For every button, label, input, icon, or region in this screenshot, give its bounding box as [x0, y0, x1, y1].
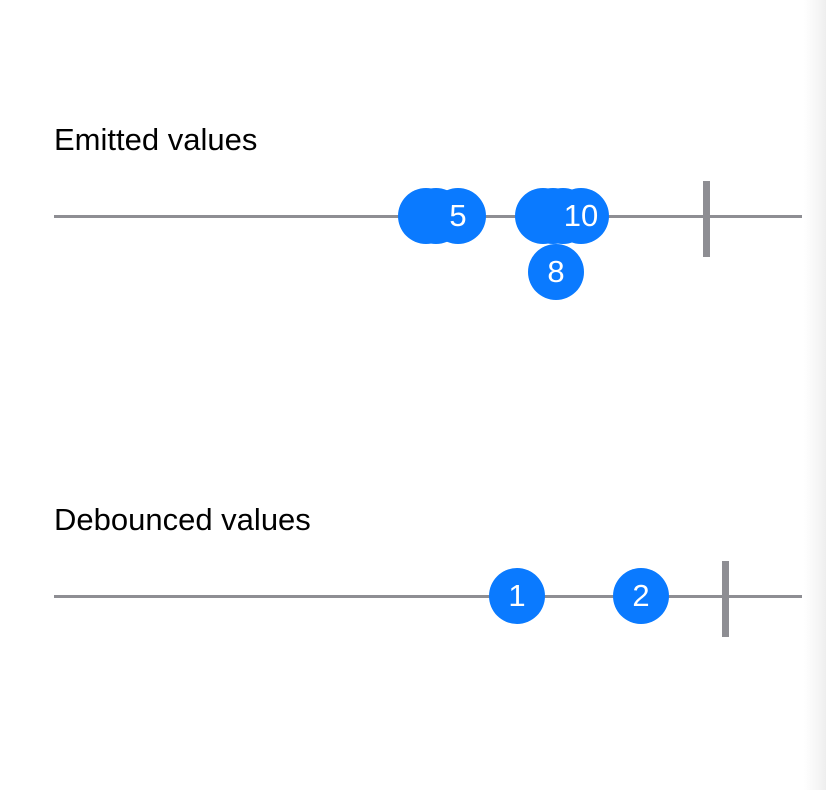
- window-edge: [804, 0, 826, 790]
- emitted-marble: 8: [528, 244, 584, 300]
- debounced-marble: 2: [613, 568, 669, 624]
- debounced-marble: 1: [489, 568, 545, 624]
- emitted-completion-marker: [703, 181, 710, 257]
- emitted-values-title: Emitted values: [54, 122, 258, 157]
- debounced-timeline-axis: [54, 595, 802, 598]
- emitted-marble: 5: [430, 188, 486, 244]
- debounced-completion-marker: [722, 561, 729, 637]
- emitted-marble: 10: [553, 188, 609, 244]
- debounced-values-title: Debounced values: [54, 502, 311, 537]
